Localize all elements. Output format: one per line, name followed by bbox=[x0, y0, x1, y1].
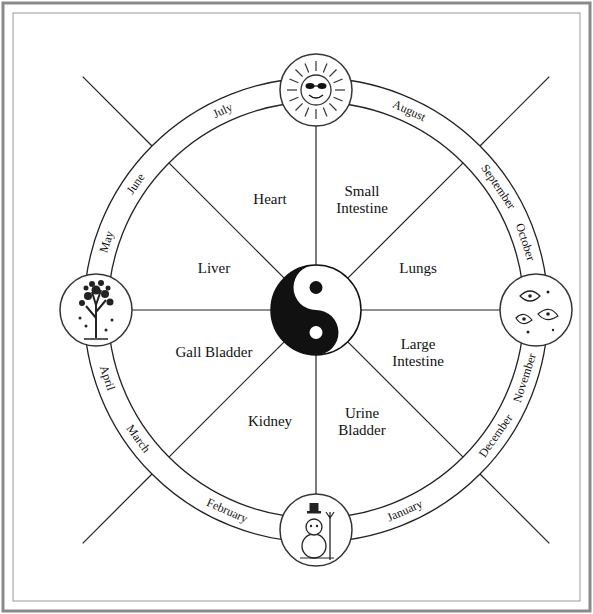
organ-label: Small Intestine bbox=[326, 183, 398, 216]
season-circle bbox=[280, 494, 352, 566]
autumn-leaves-icon bbox=[500, 274, 572, 346]
ring-outer bbox=[84, 78, 548, 542]
organ-label: Gall Bladder bbox=[175, 344, 252, 361]
winter-snowman-icon bbox=[280, 494, 352, 566]
organ-label: Lungs bbox=[399, 260, 437, 277]
yang-dot bbox=[310, 326, 323, 339]
yin-half bbox=[271, 265, 339, 355]
month-label: April bbox=[97, 364, 117, 392]
month-label: May bbox=[97, 230, 116, 255]
yin-yang-outline bbox=[271, 265, 361, 355]
yin-yang-symbol bbox=[271, 265, 361, 355]
summer-sun-icon bbox=[280, 54, 352, 126]
organ-label: Liver bbox=[198, 260, 230, 277]
season-circle bbox=[500, 274, 572, 346]
month-label: September bbox=[479, 162, 519, 212]
sector-lines bbox=[83, 77, 550, 544]
organ-label: Heart bbox=[253, 191, 286, 208]
outer-frame bbox=[3, 3, 590, 611]
inner-frame bbox=[13, 13, 580, 601]
spring-tree-icon bbox=[60, 274, 132, 346]
organ-label: Urine Bladder bbox=[326, 405, 398, 438]
organ-label: Kidney bbox=[248, 413, 292, 430]
month-label: December bbox=[477, 412, 516, 460]
sector-line bbox=[169, 163, 284, 278]
month-label: February bbox=[204, 496, 249, 526]
season-circle bbox=[280, 54, 352, 126]
sector-line bbox=[169, 342, 284, 457]
month-label: July bbox=[211, 100, 235, 120]
sector-line bbox=[348, 163, 463, 278]
month-label: June bbox=[124, 171, 147, 197]
ring-inner bbox=[108, 102, 524, 518]
month-label: January bbox=[386, 497, 425, 524]
sun-rays bbox=[287, 61, 345, 119]
month-label: October bbox=[513, 222, 537, 263]
month-label: November bbox=[511, 352, 539, 404]
season-circle bbox=[60, 274, 132, 346]
sector-line bbox=[83, 77, 152, 146]
month-label: March bbox=[123, 423, 152, 456]
sector-line bbox=[83, 474, 152, 543]
organ-label: Large Intestine bbox=[382, 336, 454, 369]
sector-line bbox=[480, 474, 549, 543]
month-label: August bbox=[390, 97, 427, 124]
yin-dot bbox=[310, 281, 323, 294]
sector-line bbox=[480, 77, 549, 146]
